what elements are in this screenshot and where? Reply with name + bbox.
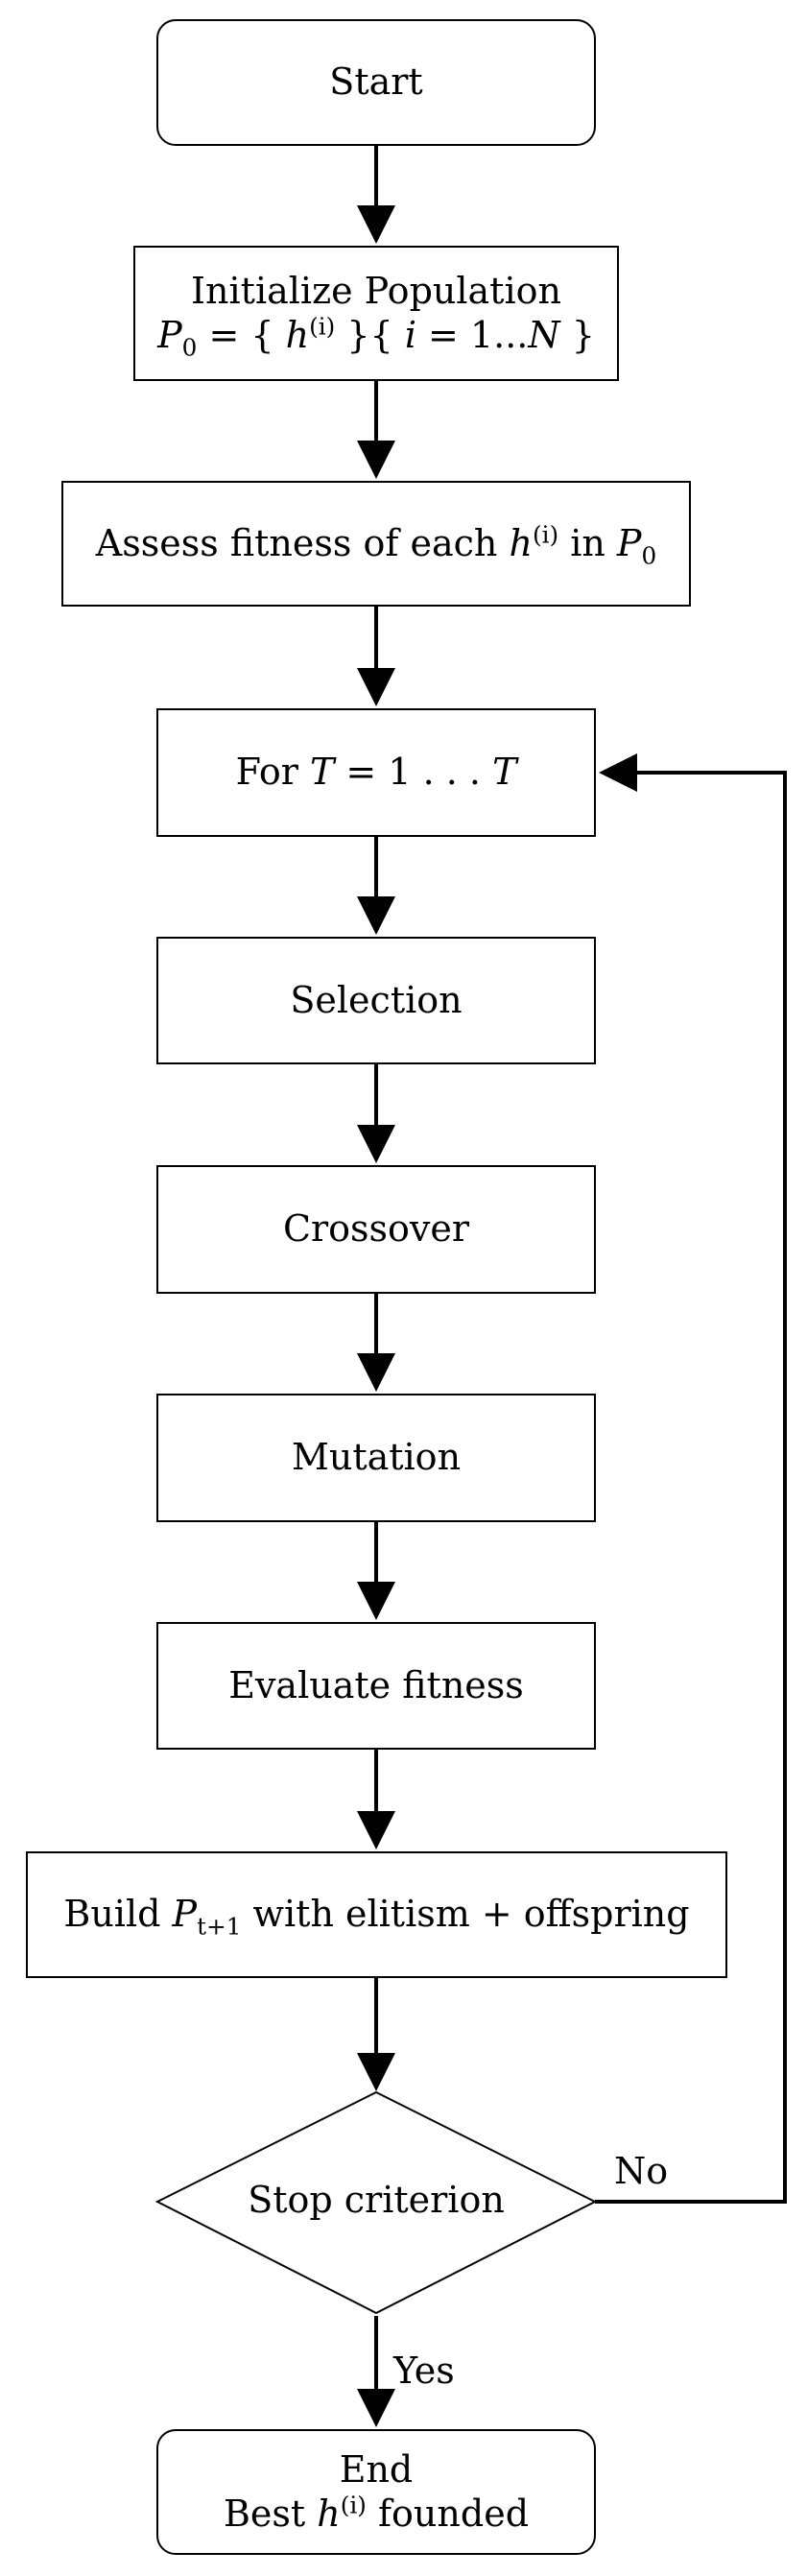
start-label: Start	[329, 60, 423, 104]
build-population-node: Build Pt+1 with elitism + offspring	[26, 1851, 727, 1978]
for-loop-node: For T = 1 . . . T	[156, 708, 596, 837]
mutation-node: Mutation	[156, 1394, 596, 1522]
edge-stop-loop-no	[595, 753, 787, 2204]
end-line2: Best h(i) founded	[223, 2490, 530, 2535]
assess-label: Assess fitness of each h(i) in P0	[95, 520, 657, 570]
end-line1: End	[339, 2447, 414, 2491]
stop-criterion-label: Stop criterion	[248, 2179, 505, 2221]
for-loop-label: For T = 1 . . . T	[235, 751, 517, 794]
init-line1: Initialize Population	[191, 269, 561, 312]
build-label: Build Pt+1 with elitism + offspring	[63, 1893, 690, 1941]
evaluate-fitness-label: Evaluate fitness	[228, 1663, 524, 1706]
yes-label: Yes	[393, 2349, 455, 2392]
no-label: No	[614, 2150, 669, 2192]
initialize-population-node: Initialize Population P0 = { h(i) }{ i =…	[133, 246, 619, 381]
evaluate-fitness-node: Evaluate fitness	[156, 1622, 596, 1750]
start-node: Start	[156, 19, 596, 146]
mutation-label: Mutation	[291, 1436, 462, 1479]
crossover-node: Crossover	[156, 1165, 596, 1294]
init-line2: P0 = { h(i) }{ i = 1...N }	[157, 311, 595, 362]
crossover-label: Crossover	[282, 1207, 470, 1251]
stop-criterion-diamond	[154, 2090, 598, 2315]
assess-fitness-node: Assess fitness of each h(i) in P0	[61, 481, 691, 607]
end-node: End Best h(i) founded	[156, 2429, 596, 2555]
selection-node: Selection	[156, 937, 596, 1064]
selection-label: Selection	[290, 978, 463, 1021]
